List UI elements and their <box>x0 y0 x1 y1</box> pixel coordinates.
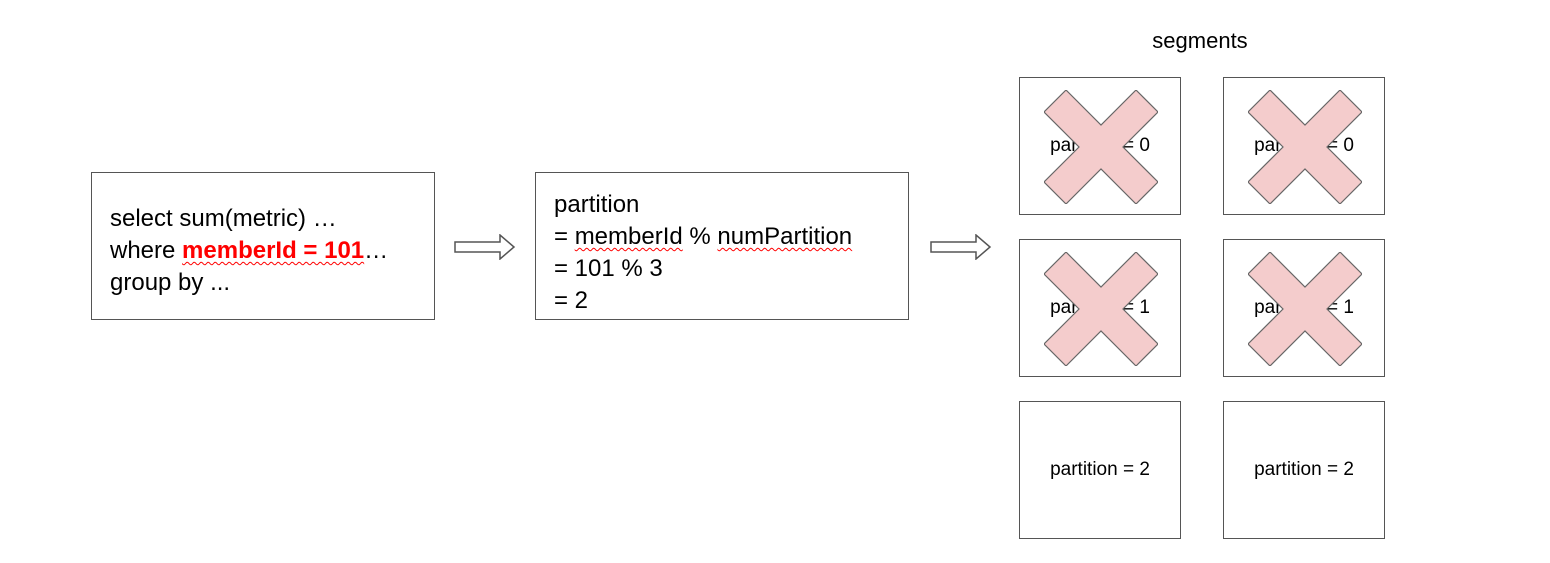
cross-icon <box>1044 90 1158 204</box>
segment-partition-1-a: partition = 1 <box>1019 239 1181 377</box>
calc-line-result: = 2 <box>554 287 589 314</box>
calc-line-partition: partition <box>554 191 640 218</box>
query-where-keyword: where <box>110 237 183 264</box>
calc-formula-num: numPartition <box>717 223 853 250</box>
arrow-right-icon <box>930 234 992 260</box>
calc-formula-mod: % <box>682 223 718 250</box>
segment-partition-1-b: partition = 1 <box>1223 239 1385 377</box>
query-member-condition: memberId = 101 <box>182 237 365 264</box>
segment-partition-2-a: partition = 2 <box>1019 401 1181 539</box>
segment-partition-0-a: partition = 0 <box>1019 77 1181 215</box>
arrow-right-icon <box>454 234 516 260</box>
segment-label: partition = 2 <box>1254 459 1354 480</box>
cross-icon <box>1248 90 1362 204</box>
query-line-where: where memberId = 101… <box>110 235 434 267</box>
calc-formula-member: memberId <box>574 223 683 250</box>
query-box: select sum(metric) … where memberId = 10… <box>91 172 435 320</box>
segment-partition-2-b: partition = 2 <box>1223 401 1385 539</box>
query-line-select: select sum(metric) … <box>110 205 337 232</box>
calc-line-formula: = memberId % numPartition <box>554 221 908 253</box>
segment-label: partition = 2 <box>1050 459 1150 480</box>
query-where-ellipsis: … <box>364 237 389 264</box>
partition-calc-box: partition = memberId % numPartition = 10… <box>535 172 909 320</box>
query-line-group-by: group by ... <box>110 269 231 296</box>
calc-formula-eq: = <box>554 223 575 250</box>
cross-icon <box>1044 252 1158 366</box>
calc-line-substitution: = 101 % 3 <box>554 255 663 282</box>
segment-partition-0-b: partition = 0 <box>1223 77 1385 215</box>
segments-title: segments <box>1152 28 1248 53</box>
cross-icon <box>1248 252 1362 366</box>
